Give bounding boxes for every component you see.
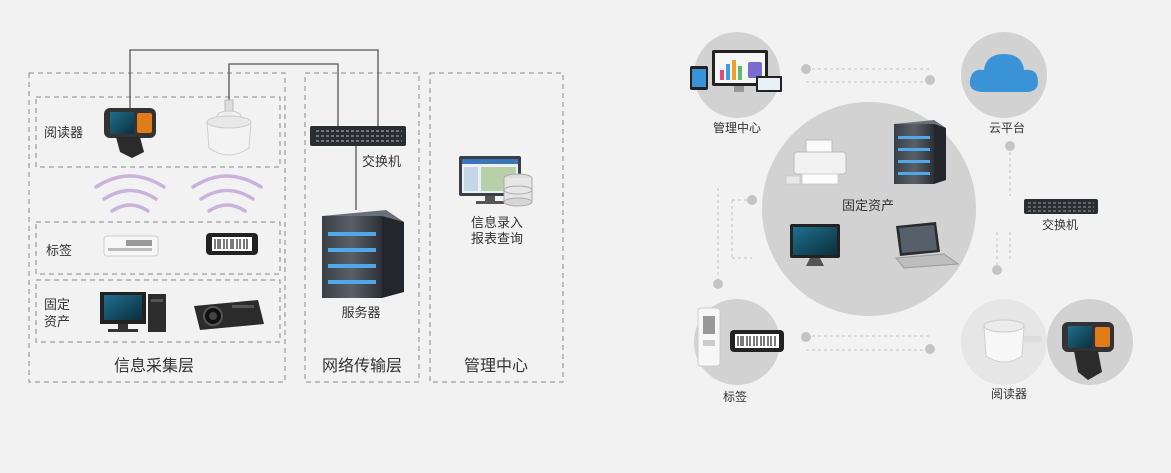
tag-row-label: 标签 — [46, 244, 73, 259]
asset-row-box — [35, 279, 281, 343]
barcode-tag-icon — [206, 233, 258, 255]
right-connectors — [713, 64, 1015, 354]
printer-icon — [785, 139, 847, 185]
wireless-signal-left — [94, 174, 166, 213]
network-layer-box — [304, 72, 420, 383]
right-switch-icon — [1024, 199, 1098, 214]
collection-layer-title: 信息采集层 — [113, 356, 195, 375]
management-devices-icon — [690, 50, 782, 92]
management-center-label: 管理中心 — [712, 121, 762, 135]
cloud-icon — [969, 54, 1038, 92]
info-system-icon — [459, 156, 533, 207]
handheld-reader-icon — [104, 108, 156, 158]
network-switch-icon — [310, 126, 406, 146]
info-entry-label: 信息录入 — [470, 216, 524, 231]
right-fixed-reader-icon — [983, 319, 1042, 363]
network-layer-title: 网络传输层 — [321, 356, 403, 375]
asset-row-label-line2: 资产 — [44, 315, 71, 330]
desktop-computer-icon — [100, 292, 166, 332]
right-switch-label: 交换机 — [1041, 218, 1079, 232]
management-layer-title: 管理中心 — [463, 356, 529, 375]
report-query-label: 报表查询 — [470, 232, 524, 247]
left-connection-lines — [129, 49, 379, 210]
reader-row-label: 阅读器 — [44, 126, 84, 141]
wireless-signal-right — [191, 174, 263, 213]
left-layer-boxes — [28, 72, 564, 383]
server-icon — [322, 210, 404, 298]
asset-server-icon — [894, 120, 946, 184]
collection-layer-box — [28, 72, 286, 383]
tag-row-box — [35, 221, 281, 275]
asset-monitor-icon — [790, 224, 840, 266]
right-tag-label: 标签 — [722, 390, 748, 404]
switch-label: 交换机 — [362, 155, 402, 170]
fixed-assets-label: 固定资产 — [841, 199, 895, 214]
management-layer-box — [429, 72, 564, 383]
projector-icon — [194, 300, 264, 330]
right-handheld-reader-icon — [1062, 322, 1114, 380]
asset-row-label-line1: 固定 — [44, 298, 71, 313]
asset-laptop-icon — [895, 222, 960, 269]
fixed-reader-icon — [206, 99, 252, 156]
reader-row-box — [35, 96, 281, 168]
right-reader-label: 阅读器 — [990, 387, 1028, 401]
rfid-tag-icon — [103, 235, 159, 257]
right-tag-icon — [697, 307, 784, 367]
cloud-platform-label: 云平台 — [988, 121, 1026, 135]
server-label: 服务器 — [341, 306, 381, 321]
